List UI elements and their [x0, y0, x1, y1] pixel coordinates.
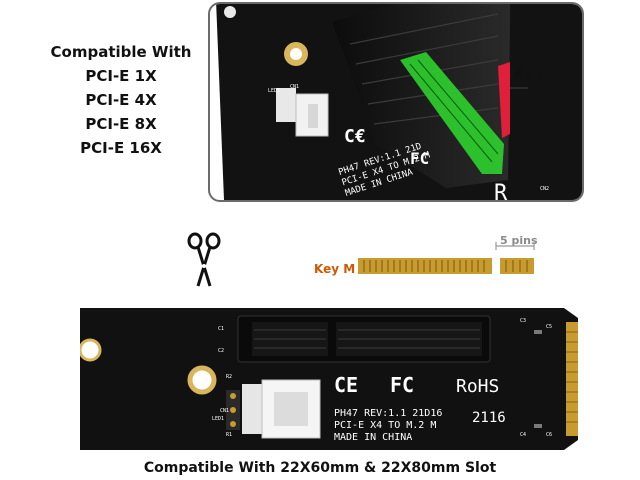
silk-r2: R2 [226, 374, 232, 380]
compat-item-1x: PCI-E 1X [85, 67, 157, 85]
key-label: Key [514, 67, 544, 83]
key-marker [498, 62, 510, 138]
silk-c1: C1 [218, 326, 224, 332]
zoom-silk-cn2: CN2 [540, 186, 549, 192]
rohs-logo: RoHS [456, 376, 499, 397]
silk-c4: C4 [520, 432, 526, 438]
mount-hole-gold-main [187, 365, 217, 395]
date-code: 2116 [472, 410, 506, 426]
power-connector [242, 384, 262, 434]
board-text-2: PCI-E X4 TO M.2 M [334, 420, 436, 431]
fcc-logo: FC [390, 373, 414, 397]
svg-text:R: R [494, 181, 508, 200]
svg-text:FC: FC [410, 149, 429, 168]
silk-c5: C5 [546, 324, 552, 330]
board-text-3: MADE IN CHINA [334, 432, 412, 443]
footer-caption: Compatible With 22X60mm & 22X80mm Slot [143, 460, 497, 476]
silk-cn1: CN1 [220, 408, 229, 414]
board-gold-edge [566, 322, 578, 436]
mount-hole-left [80, 338, 102, 362]
board-text-1: PH47 REV:1.1 21D16 [334, 408, 442, 419]
silk-c6: C6 [546, 432, 552, 438]
key-m-label: Key M [314, 262, 356, 276]
silk-c2: C2 [218, 348, 224, 354]
compat-item-8x: PCI-E 8X [85, 115, 157, 133]
compat-item-4x: PCI-E 4X [85, 91, 157, 109]
silk-led1: LED1 [212, 416, 224, 422]
zoomed-board-illustration: C€ FC R PH47 REV:1.1 21D PCI-E X4 TO M.2… [216, 4, 582, 200]
ce-logo: CE [334, 373, 358, 397]
silk-r1: R1 [226, 432, 232, 438]
gold-fingers-main [358, 258, 492, 274]
adapter-board: CE FC RoHS PH47 REV:1.1 21D16 PCI-E X4 T… [80, 308, 578, 450]
scissors-icon [187, 232, 221, 287]
silk-c3: C3 [520, 318, 526, 324]
gold-fingers-5pin [500, 258, 534, 274]
zoom-silk-cn1: CN1 [290, 84, 299, 90]
zoom-silk-led1: LED1 [268, 88, 280, 94]
compatibility-list: Compatible With PCI-E 1X PCI-E 4X PCI-E … [42, 40, 200, 160]
compatibility-heading: Compatible With [50, 43, 192, 61]
zoom-power-connector [276, 88, 296, 122]
svg-text:C€: C€ [344, 126, 366, 147]
m2-edge-connector [358, 242, 535, 274]
zoom-callout: C€ FC R PH47 REV:1.1 21D PCI-E X4 TO M.2… [208, 2, 584, 202]
compat-item-16x: PCI-E 16X [80, 139, 162, 157]
five-pins-label: 5 pins [500, 234, 538, 247]
